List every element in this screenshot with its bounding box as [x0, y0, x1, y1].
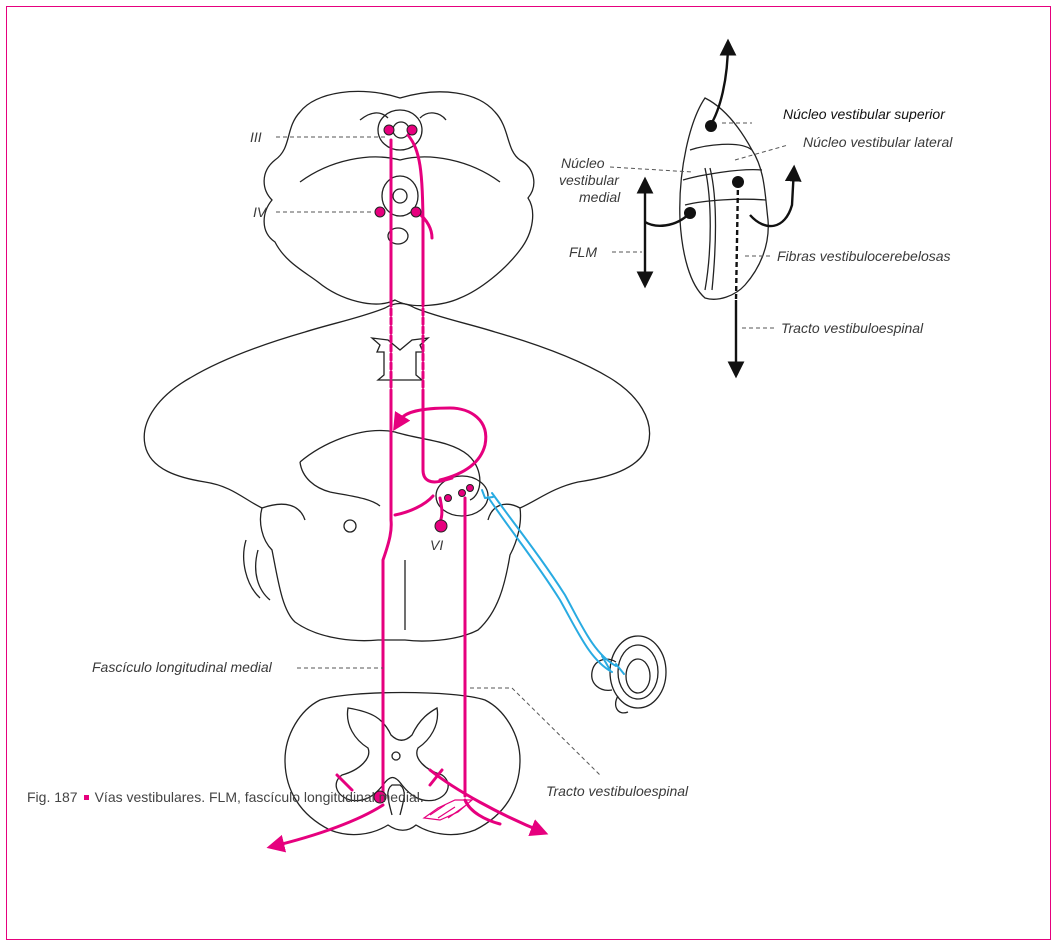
label-cn-iv: IV [253, 204, 268, 220]
caption-figure-number: Fig. 187 [27, 789, 78, 805]
label-nucleus-medial-1: Núcleo [561, 155, 605, 171]
label-cn-vi: VI [430, 537, 443, 553]
label-flm: FLM [569, 244, 597, 260]
midbrain-section [264, 91, 534, 305]
mlf-pathways [270, 135, 545, 847]
vestibular-nerve-afferent [482, 490, 624, 674]
figure-caption: Fig. 187 Vías vestibulares. FLM, fascícul… [27, 789, 424, 805]
pons-cerebellum-section [144, 304, 649, 641]
label-cn-iii: III [250, 129, 262, 145]
label-nucleus-superior: Núcleo vestibular superior [783, 106, 946, 122]
label-nucleus-medial-3: medial [579, 189, 621, 205]
label-vestibulospinal: Tracto vestibuloespinal [546, 783, 689, 799]
caption-text: Vías vestibulares. FLM, fascículo longit… [95, 789, 424, 805]
spinal-cord-section [285, 693, 520, 835]
label-nucleus-lateral: Núcleo vestibular lateral [803, 134, 953, 150]
inset-arrows [645, 42, 794, 375]
vestibular-nuclei-inset [680, 98, 768, 299]
labels: III IV VI Núcleo vestibular superior Núc… [92, 106, 953, 799]
label-vestibulocerebellar: Fibras vestibulocerebelosas [777, 248, 951, 264]
caption-bullet [84, 795, 89, 800]
label-nucleus-medial-2: vestibular [559, 172, 620, 188]
vestibular-labyrinth [592, 636, 666, 713]
label-vestibulospinal-inset: Tracto vestibuloespinal [781, 320, 924, 336]
inset-nucleus-dots [684, 120, 744, 219]
label-mlf: Fascículo longitudinal medial [92, 659, 273, 675]
